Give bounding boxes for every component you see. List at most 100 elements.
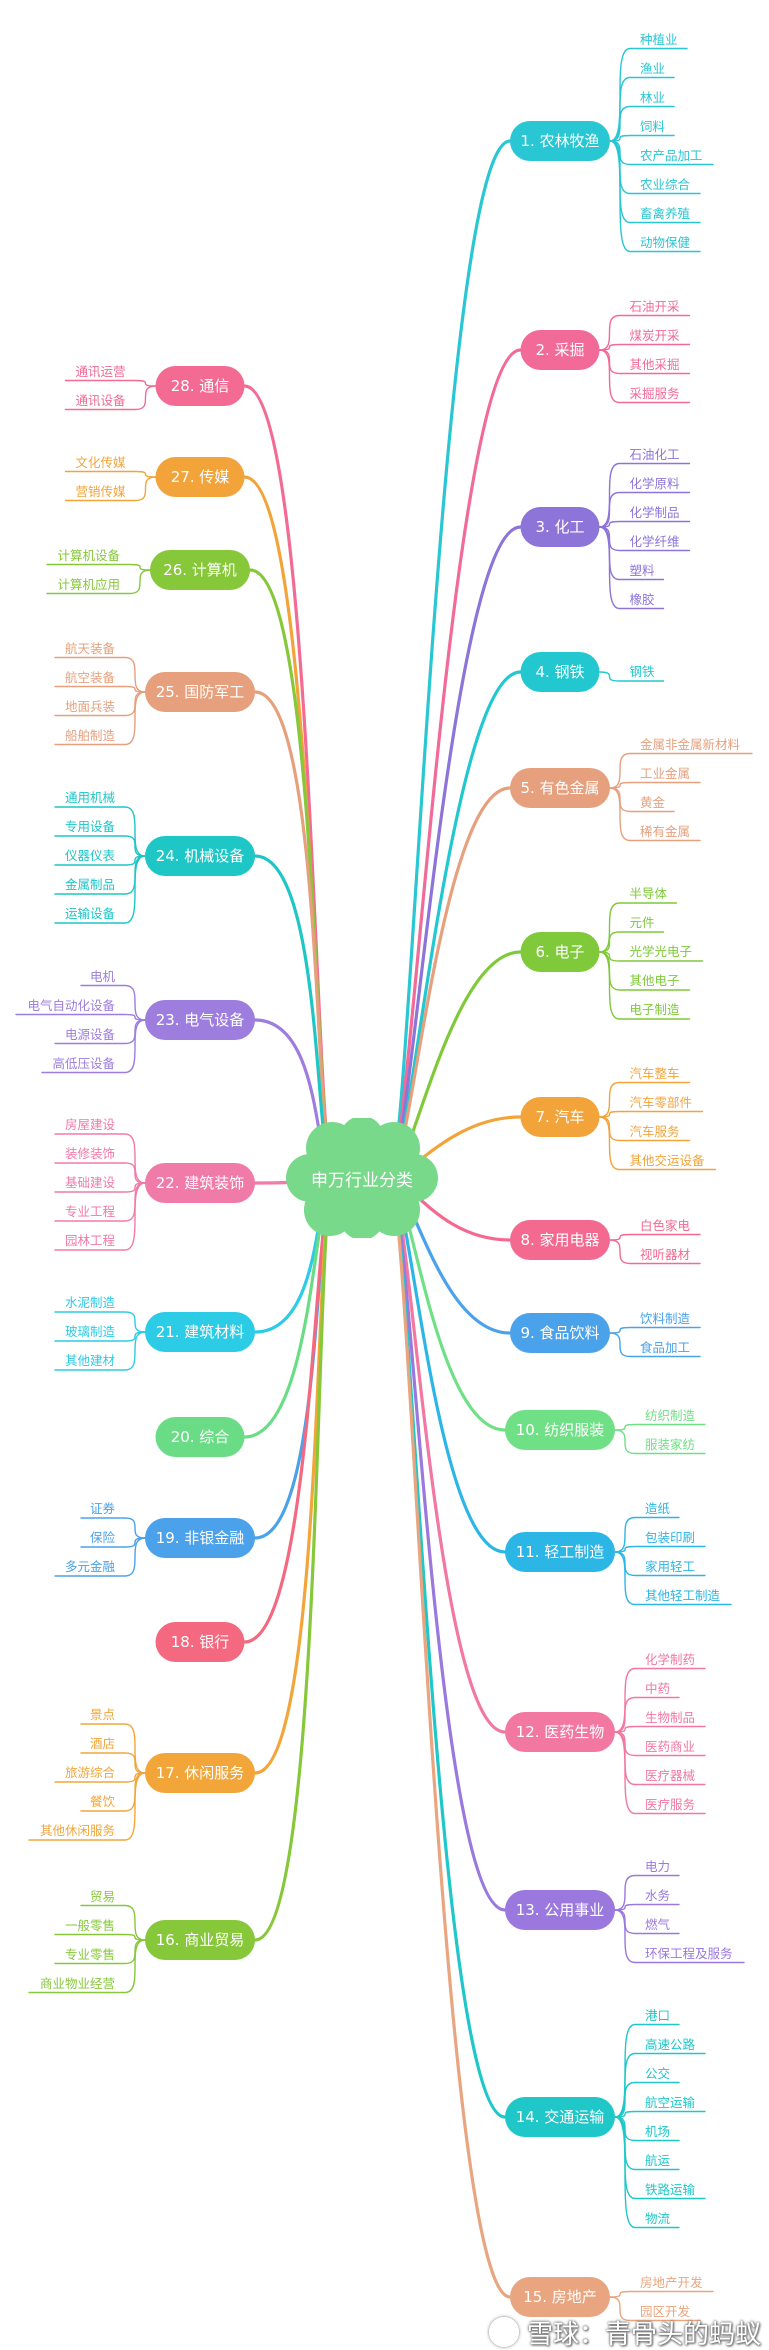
leaf-right-2-3[interactable]: 化学纤维 — [629, 533, 680, 549]
leaf-right-2-0[interactable]: 石油化工 — [629, 446, 680, 462]
leaf-right-9-1[interactable]: 服装家纺 — [645, 1436, 696, 1452]
branch-node-left-4[interactable]: 24. 机械设备 — [145, 836, 255, 876]
leaf-right-13-7[interactable]: 物流 — [645, 2210, 671, 2226]
branch-node-left-5[interactable]: 23. 电气设备 — [145, 1000, 255, 1040]
leaf-right-13-6[interactable]: 铁路运输 — [645, 2181, 696, 2197]
branch-node-right-8[interactable]: 9. 食品饮料 — [510, 1313, 610, 1353]
leaf-right-0-0[interactable]: 种植业 — [640, 31, 678, 47]
leaf-left-11-3[interactable]: 餐饮 — [89, 1794, 115, 1809]
leaf-left-6-2[interactable]: 基础建设 — [64, 1175, 115, 1190]
leaf-right-1-2[interactable]: 其他采掘 — [629, 356, 680, 372]
leaf-right-13-1[interactable]: 高速公路 — [645, 2036, 696, 2052]
leaf-right-8-1[interactable]: 食品加工 — [640, 1339, 691, 1355]
leaf-right-6-2[interactable]: 汽车服务 — [629, 1123, 680, 1139]
leaf-right-10-3[interactable]: 其他轻工制造 — [645, 1587, 721, 1603]
center-node[interactable]: 申万行业分类 — [282, 1118, 442, 1238]
leaf-right-5-4[interactable]: 电子制造 — [629, 1002, 680, 1017]
leaf-left-7-2[interactable]: 其他建材 — [64, 1353, 115, 1368]
leaf-right-13-4[interactable]: 机场 — [645, 2123, 671, 2139]
branch-node-right-10[interactable]: 11. 轻工制造 — [505, 1532, 615, 1572]
leaf-right-11-1[interactable]: 中药 — [645, 1680, 671, 1696]
leaf-right-5-0[interactable]: 半导体 — [629, 886, 668, 901]
branch-node-left-3[interactable]: 25. 国防军工 — [145, 672, 255, 712]
leaf-left-7-0[interactable]: 水泥制造 — [64, 1295, 115, 1310]
leaf-left-6-4[interactable]: 园林工程 — [64, 1233, 115, 1248]
leaf-right-7-0[interactable]: 白色家电 — [640, 1217, 691, 1233]
leaf-left-4-1[interactable]: 专用设备 — [64, 819, 115, 834]
leaf-left-4-0[interactable]: 通用机械 — [64, 790, 115, 805]
branch-node-left-7[interactable]: 21. 建筑材料 — [145, 1312, 255, 1352]
branch-node-right-9[interactable]: 10. 纺织服装 — [505, 1410, 615, 1450]
branch-node-left-10[interactable]: 18. 银行 — [155, 1622, 245, 1662]
leaf-right-12-3[interactable]: 环保工程及服务 — [645, 1945, 733, 1961]
leaf-right-1-3[interactable]: 采掘服务 — [629, 385, 680, 401]
leaf-right-10-2[interactable]: 家用轻工 — [645, 1558, 696, 1574]
leaf-left-3-3[interactable]: 船舶制造 — [64, 727, 115, 743]
leaf-right-4-3[interactable]: 稀有金属 — [640, 823, 691, 839]
leaf-right-7-1[interactable]: 视听器材 — [640, 1246, 691, 1262]
leaf-left-1-0[interactable]: 文化传媒 — [75, 454, 126, 470]
leaf-left-0-1[interactable]: 通讯设备 — [75, 392, 126, 408]
leaf-right-5-1[interactable]: 元件 — [629, 915, 655, 930]
leaf-right-11-0[interactable]: 化学制药 — [645, 1651, 696, 1667]
leaf-left-2-1[interactable]: 计算机应用 — [57, 576, 120, 592]
leaf-right-9-0[interactable]: 纺织制造 — [645, 1407, 696, 1423]
leaf-right-11-5[interactable]: 医疗服务 — [645, 1796, 696, 1812]
leaf-left-7-1[interactable]: 玻璃制造 — [64, 1324, 115, 1339]
branch-node-right-3[interactable]: 4. 钢铁 — [520, 652, 600, 692]
leaf-right-0-7[interactable]: 动物保健 — [640, 234, 691, 250]
leaf-left-11-0[interactable]: 景点 — [89, 1707, 115, 1722]
leaf-right-10-1[interactable]: 包装印刷 — [645, 1529, 696, 1545]
leaf-left-12-1[interactable]: 一般零售 — [64, 1917, 115, 1933]
branch-node-right-13[interactable]: 14. 交通运输 — [505, 2097, 615, 2137]
leaf-left-6-3[interactable]: 专业工程 — [64, 1204, 115, 1219]
leaf-left-9-0[interactable]: 证券 — [89, 1501, 115, 1516]
leaf-right-0-5[interactable]: 农业综合 — [640, 176, 691, 192]
leaf-left-5-1[interactable]: 电气自动化设备 — [27, 997, 115, 1013]
leaf-right-10-0[interactable]: 造纸 — [645, 1500, 671, 1516]
branch-node-right-4[interactable]: 5. 有色金属 — [510, 768, 610, 808]
leaf-right-2-4[interactable]: 塑料 — [629, 562, 655, 578]
leaf-right-5-3[interactable]: 其他电子 — [629, 973, 680, 988]
leaf-left-3-2[interactable]: 地面兵装 — [64, 698, 115, 714]
leaf-right-2-2[interactable]: 化学制品 — [629, 504, 680, 520]
leaf-right-4-0[interactable]: 金属非金属新材料 — [640, 736, 741, 752]
leaf-right-6-0[interactable]: 汽车整车 — [629, 1065, 680, 1081]
leaf-right-4-1[interactable]: 工业金属 — [640, 765, 691, 781]
leaf-right-8-0[interactable]: 饮料制造 — [640, 1310, 691, 1326]
leaf-left-11-1[interactable]: 酒店 — [89, 1736, 115, 1751]
leaf-right-12-0[interactable]: 电力 — [645, 1858, 671, 1874]
leaf-right-5-2[interactable]: 光学光电子 — [629, 944, 693, 959]
leaf-right-11-2[interactable]: 生物制品 — [645, 1709, 696, 1725]
leaf-right-1-0[interactable]: 石油开采 — [629, 298, 680, 314]
leaf-right-4-2[interactable]: 黄金 — [640, 794, 666, 810]
leaf-right-14-0[interactable]: 房地产开发 — [640, 2274, 703, 2290]
leaf-left-12-3[interactable]: 商业物业经营 — [39, 1975, 115, 1991]
branch-node-right-7[interactable]: 8. 家用电器 — [510, 1220, 610, 1260]
leaf-left-4-4[interactable]: 运输设备 — [64, 906, 115, 921]
leaf-left-3-0[interactable]: 航天装备 — [64, 640, 115, 656]
leaf-left-4-2[interactable]: 仪器仪表 — [64, 848, 115, 863]
leaf-left-2-0[interactable]: 计算机设备 — [57, 547, 120, 563]
leaf-left-11-4[interactable]: 其他休闲服务 — [39, 1823, 115, 1838]
branch-node-right-2[interactable]: 3. 化工 — [520, 507, 600, 547]
leaf-left-5-3[interactable]: 高低压设备 — [52, 1055, 115, 1071]
branch-node-right-11[interactable]: 12. 医药生物 — [505, 1712, 615, 1752]
leaf-left-6-1[interactable]: 装修装饰 — [64, 1146, 115, 1161]
leaf-left-1-1[interactable]: 营销传媒 — [75, 483, 126, 499]
branch-node-right-1[interactable]: 2. 采掘 — [520, 330, 600, 370]
leaf-right-14-1[interactable]: 园区开发 — [640, 2303, 691, 2319]
leaf-left-5-2[interactable]: 电源设备 — [64, 1026, 115, 1042]
branch-node-left-1[interactable]: 27. 传媒 — [155, 457, 245, 497]
leaf-right-6-3[interactable]: 其他交运设备 — [629, 1152, 705, 1168]
leaf-right-13-2[interactable]: 公交 — [645, 2065, 671, 2081]
branch-node-right-14[interactable]: 15. 房地产 — [510, 2277, 610, 2317]
leaf-right-2-5[interactable]: 橡胶 — [629, 591, 655, 607]
branch-node-left-6[interactable]: 22. 建筑装饰 — [145, 1163, 255, 1203]
leaf-right-12-2[interactable]: 燃气 — [645, 1916, 671, 1932]
branch-node-left-12[interactable]: 16. 商业贸易 — [145, 1920, 255, 1960]
branch-node-left-2[interactable]: 26. 计算机 — [150, 550, 250, 590]
leaf-right-0-4[interactable]: 农产品加工 — [640, 147, 703, 163]
branch-node-left-9[interactable]: 19. 非银金融 — [145, 1518, 255, 1558]
leaf-right-11-3[interactable]: 医药商业 — [645, 1738, 696, 1754]
